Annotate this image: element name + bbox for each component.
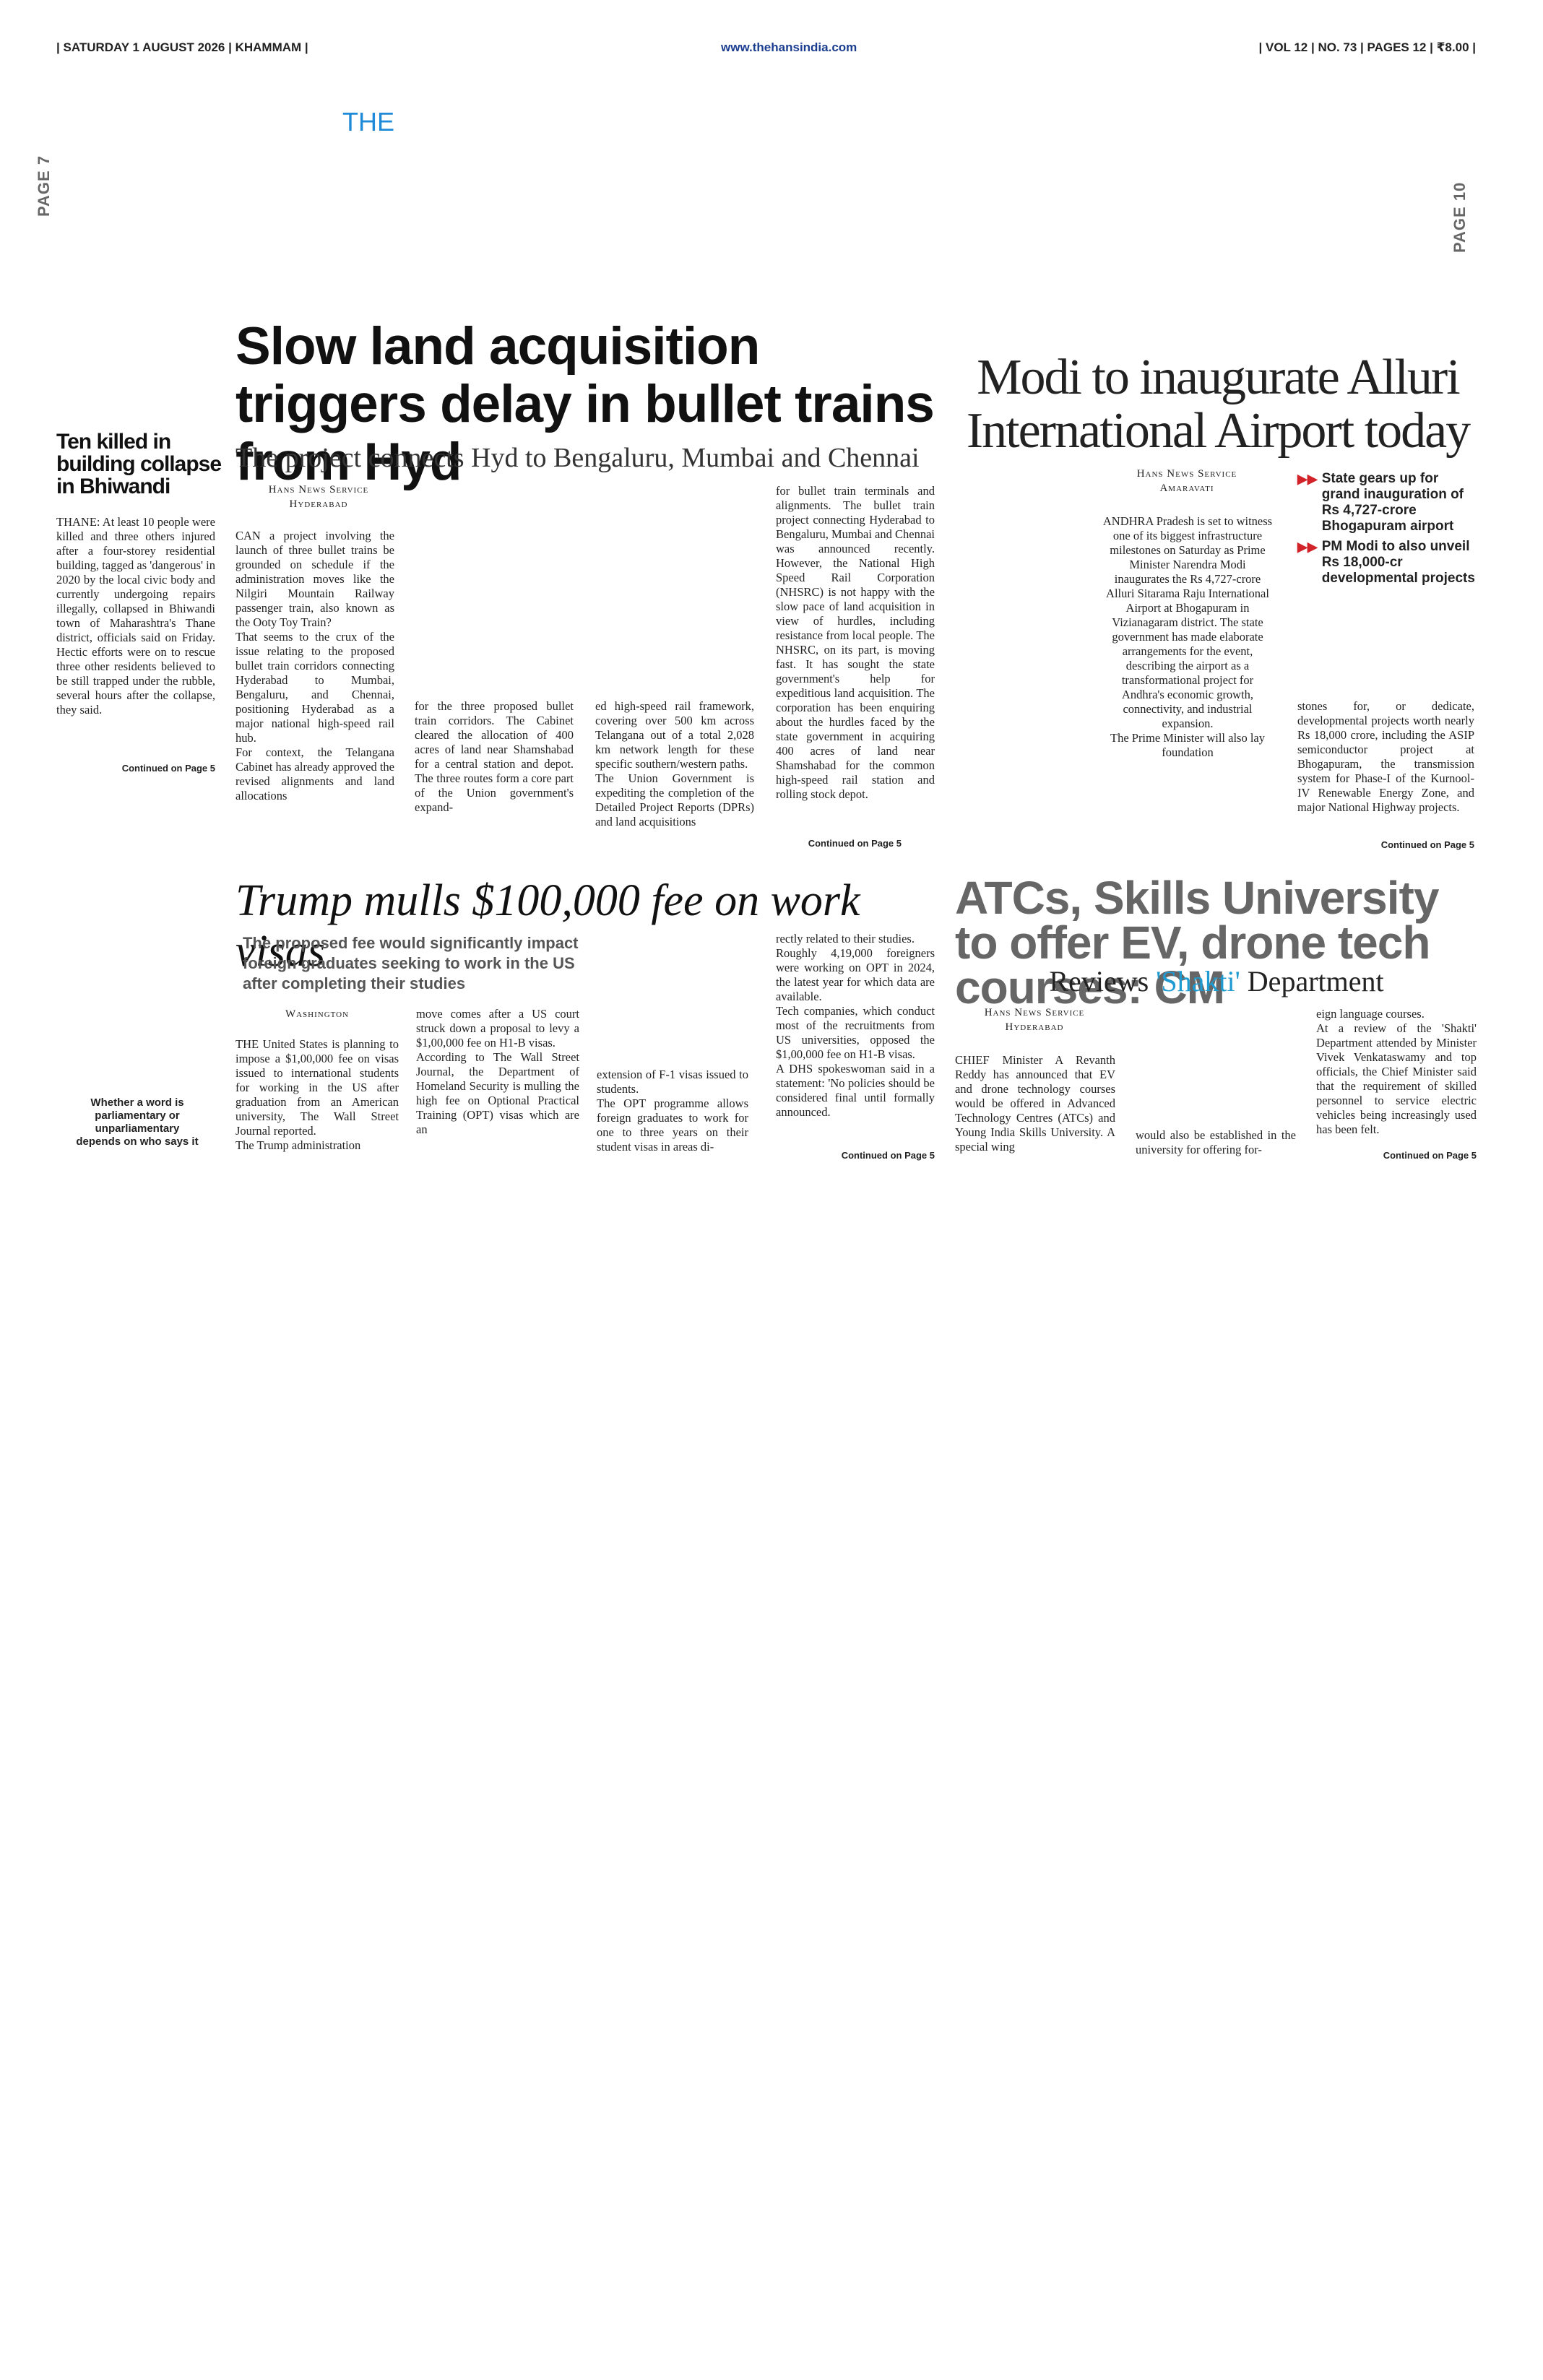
date-edition: | SATURDAY 1 AUGUST 2026 | KHAMMAM | xyxy=(56,40,308,54)
page-tag-left[interactable]: PAGE 7 xyxy=(35,155,53,217)
trump-headline[interactable]: Trump mulls $100,000 fee on work visas xyxy=(235,876,860,976)
atc-continued[interactable]: Continued on Page 5 xyxy=(1383,1150,1477,1161)
modi-bullet-2: ▶▶ PM Modi to also unveil Rs 18,000-cr d… xyxy=(1297,539,1478,587)
trump-col-1: THE United States is planning to impose … xyxy=(235,1037,399,1152)
atc-col-2: would also be established in the univers… xyxy=(1136,1128,1296,1156)
atc-col-3: eign language courses. At a review of th… xyxy=(1316,1007,1477,1136)
modi-col-2: stones for, or dedicate, developmental p… xyxy=(1297,699,1474,814)
modi-bullets: ▶▶ State gears up for grand inauguration… xyxy=(1297,471,1478,587)
lead-col-1: CAN a project involving the launch of th… xyxy=(235,529,394,802)
atc-subhead-post: Department xyxy=(1240,965,1384,998)
lead-col-4: for bullet train terminals and alignment… xyxy=(776,484,935,801)
brand-logo-text: THE xyxy=(342,107,394,137)
atc-byline-place: Hyderabad xyxy=(1005,1021,1064,1033)
atc-col-1: CHIEF Minister A Revanth Reddy has annou… xyxy=(955,1053,1115,1154)
lead-headline[interactable]: Slow land acquisition triggers delay in … xyxy=(235,317,935,491)
modi-bullet-1-text: State gears up for grand inauguration of… xyxy=(1321,471,1464,534)
lead-subhead: The project connects Hyd to Bengaluru, M… xyxy=(235,443,920,473)
issue-info: | VOL 12 | NO. 73 | PAGES 12 | ₹8.00 | xyxy=(1258,40,1477,54)
lead-col-3: ed high-speed rail framework, covering o… xyxy=(595,699,754,828)
atc-subhead-pre: Reviews xyxy=(1049,965,1157,998)
modi-continued[interactable]: Continued on Page 5 xyxy=(1380,839,1474,850)
page-tag-right[interactable]: PAGE 10 xyxy=(1451,181,1469,253)
atc-subhead-highlight: 'Shakti' xyxy=(1156,965,1240,998)
trump-col-2: move comes after a US court struck down … xyxy=(416,1007,579,1136)
modi-col-1: ANDHRA Pradesh is set to witness one of … xyxy=(1102,514,1273,759)
brief-headline[interactable]: Ten killed in building collapse in Bhiwa… xyxy=(56,430,222,498)
modi-byline: Hans News Service Amaravati xyxy=(1104,467,1270,496)
modi-headline[interactable]: Modi to inaugurate Alluri International … xyxy=(966,350,1471,459)
trump-col-3: extension of F-1 visas issued to student… xyxy=(597,1068,748,1154)
lead-col-2: for the three proposed bullet train corr… xyxy=(415,699,574,814)
atc-headline[interactable]: ATCs, Skills University to offer EV, dro… xyxy=(955,872,1439,1013)
trump-continued[interactable]: Continued on Page 5 xyxy=(841,1150,935,1161)
brief-body: THANE: At least 10 people were killed an… xyxy=(56,515,215,717)
modi-byline-place: Amaravati xyxy=(1159,483,1214,494)
atc-subhead: Reviews 'Shakti' Department xyxy=(955,965,1478,998)
atc-byline: Hans News Service Hyderabad xyxy=(955,1005,1114,1034)
lead-byline-place: Hyderabad xyxy=(289,498,348,510)
arrow-icon: ▶▶ xyxy=(1297,472,1318,486)
trump-subhead: The proposed fee would significantly imp… xyxy=(243,934,579,992)
modi-bullet-2-text: PM Modi to also unveil Rs 18,000-cr deve… xyxy=(1321,539,1475,586)
atc-byline-service: Hans News Service xyxy=(984,1007,1085,1018)
lead-byline: Hans News Service Hyderabad xyxy=(235,483,402,511)
website-link[interactable]: www.thehansindia.com xyxy=(721,40,857,54)
trump-col-4: rectly related to their studies. Roughly… xyxy=(776,932,935,1119)
arrow-icon: ▶▶ xyxy=(1297,540,1318,554)
masthead-bar: | SATURDAY 1 AUGUST 2026 | KHAMMAM | www… xyxy=(56,40,1476,61)
lead-byline-service: Hans News Service xyxy=(268,484,369,496)
modi-byline-service: Hans News Service xyxy=(1136,468,1237,480)
brief-continued[interactable]: Continued on Page 5 xyxy=(121,763,215,774)
modi-bullet-1: ▶▶ State gears up for grand inauguration… xyxy=(1297,471,1478,535)
lead-continued[interactable]: Continued on Page 5 xyxy=(808,838,902,849)
quote-box: Whether a word is parliamentary or unpar… xyxy=(76,1096,199,1148)
trump-byline: Washington xyxy=(285,1008,350,1020)
